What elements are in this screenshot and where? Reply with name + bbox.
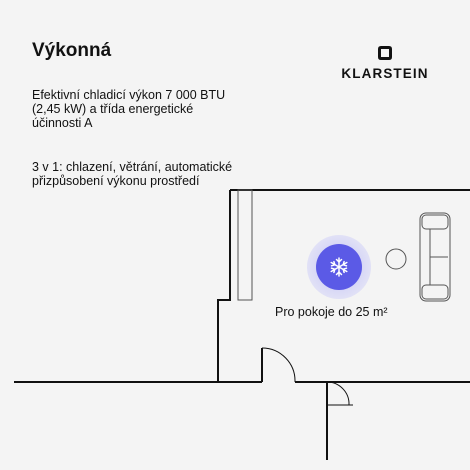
snowflake-icon (330, 257, 348, 277)
klarstein-logo-icon (378, 46, 392, 60)
page-title: Výkonná (32, 40, 112, 61)
sofa (419, 212, 451, 302)
door-swing (261, 347, 296, 383)
air-conditioner-unit (316, 244, 362, 290)
counter (237, 189, 253, 301)
room-size-label: Pro pokoje do 25 m² (275, 305, 388, 319)
brand-name: KLARSTEIN (341, 66, 429, 81)
feature-description-modes: 3 v 1: chlazení, větrání, automatické př… (32, 160, 233, 189)
feature-description-cooling: Efektivní chladicí výkon 7 000 BTU (2,45… (32, 88, 226, 131)
brand-logo: KLARSTEIN (340, 44, 430, 81)
round-table (385, 248, 407, 270)
door-swing-lower (326, 381, 350, 406)
floor-plan-walls (14, 189, 470, 460)
